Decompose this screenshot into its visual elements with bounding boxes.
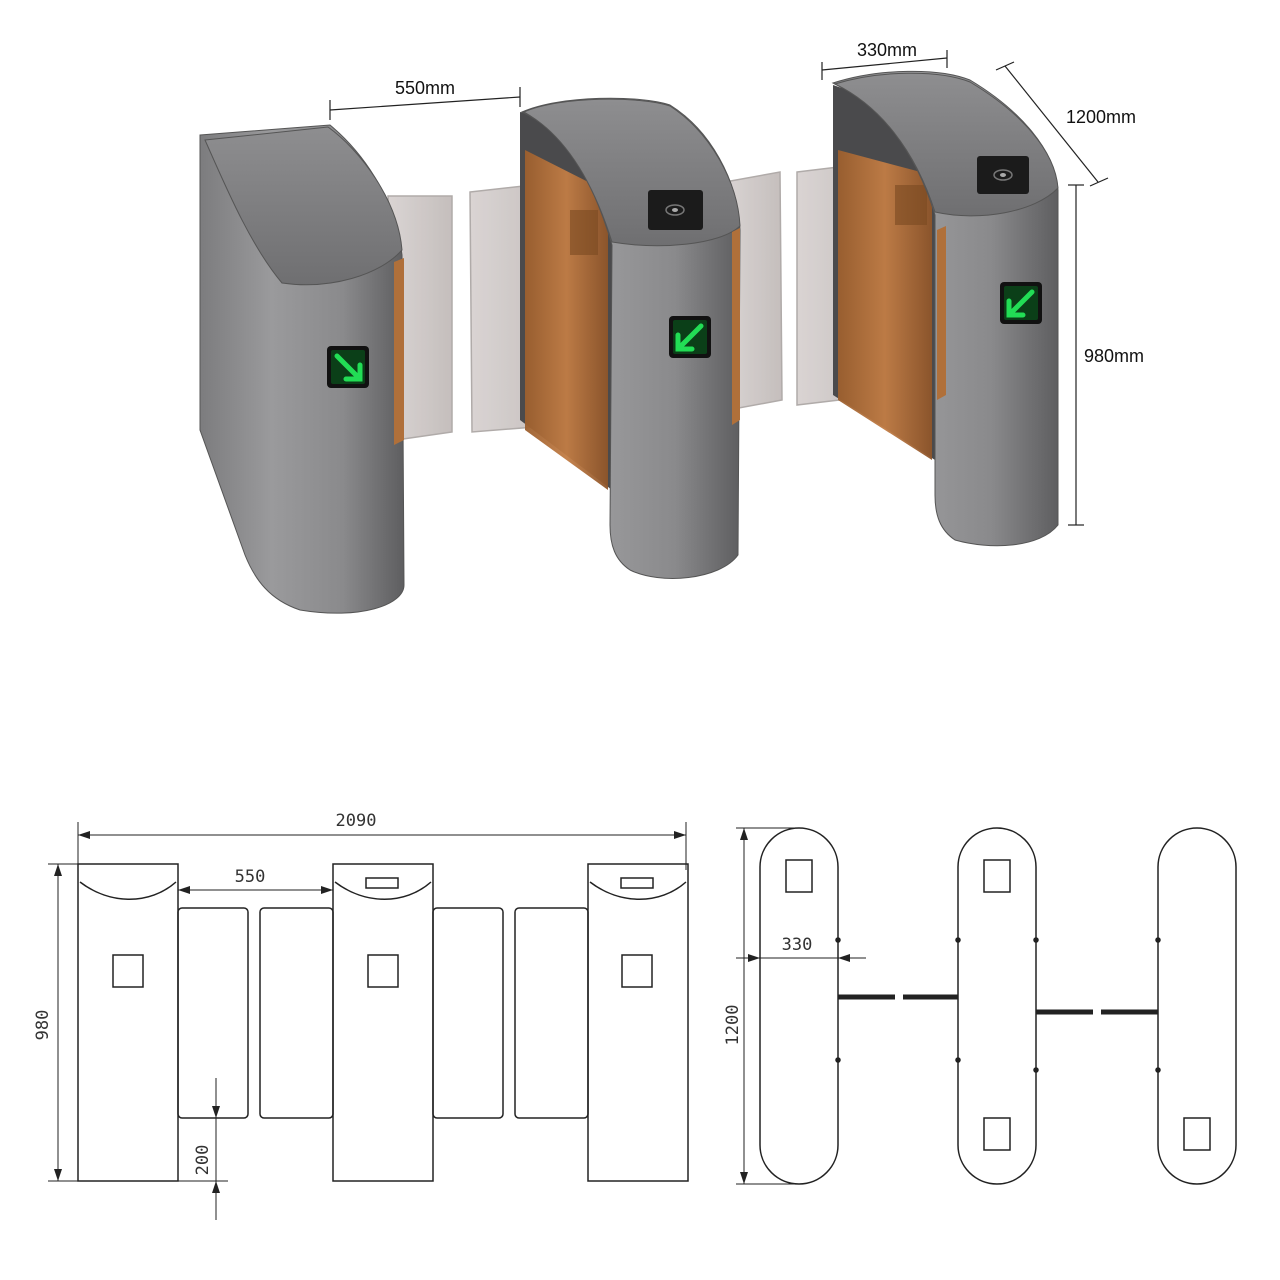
top-view: [736, 827, 1237, 1185]
label-cabinet-width: 330mm: [857, 40, 917, 60]
cabinet-left: [199, 124, 453, 614]
indicator-arrow-down-left-icon: [669, 316, 711, 358]
indicator-arrow-down-right-icon: [327, 346, 369, 388]
indicator-arrow-down-left-icon: [1000, 282, 1042, 324]
card-reader-icon: [648, 190, 703, 230]
label-front-height: 980: [33, 1010, 53, 1041]
label-front-passage: 550: [235, 867, 266, 887]
label-top-width: 330: [782, 935, 813, 955]
label-passage-width: 550mm: [395, 78, 455, 98]
dim-passage-width: [329, 87, 521, 120]
cabinet-middle: [469, 97, 783, 579]
front-view: [48, 822, 689, 1220]
render-3d: 550mm 330mm 1200mm 980mm: [199, 40, 1144, 614]
dim-cabinet-width: [821, 50, 948, 80]
label-cabinet-length: 1200mm: [1066, 107, 1136, 127]
label-cabinet-height: 980mm: [1084, 346, 1144, 366]
dim-cabinet-length: [995, 61, 1109, 187]
cabinet-right: [796, 70, 1059, 547]
label-top-length: 1200: [723, 1005, 743, 1046]
card-reader-icon: [977, 156, 1029, 194]
label-wing-clearance: 200: [193, 1145, 213, 1176]
dim-cabinet-height: [1068, 184, 1084, 526]
label-total-width: 2090: [336, 811, 377, 831]
